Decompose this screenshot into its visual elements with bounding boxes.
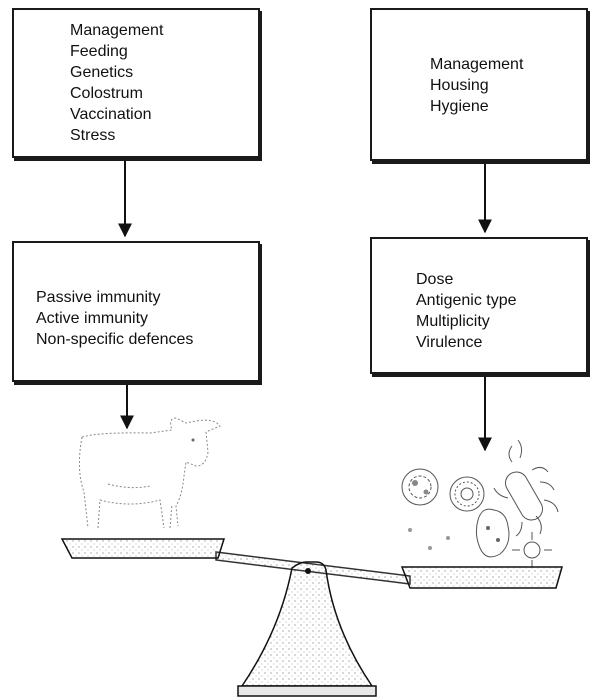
environment-factor-item: Management	[430, 56, 524, 73]
balance-pivot	[305, 568, 311, 574]
host-factor-item: Management	[70, 22, 164, 39]
pathogen-factor-item: Dose	[416, 271, 454, 288]
environment-factors-box: Management Housing Hygiene	[370, 8, 588, 161]
pathogen-factor-item: Multiplicity	[416, 313, 490, 330]
host-factor-item: Stress	[70, 127, 116, 144]
host-factor-item: Genetics	[70, 64, 134, 81]
host-factor-item: Vaccination	[70, 106, 152, 123]
host-defence-item: Passive immunity	[36, 289, 161, 306]
pathogen-factors-box: Dose Antigenic type Multiplicity Virulen…	[370, 237, 588, 374]
environment-factor-item: Hygiene	[430, 98, 489, 115]
balance-stand	[240, 561, 374, 687]
host-factors-box: Management Feeding Genetics Colostrum Va…	[12, 8, 260, 158]
microbes-icon	[401, 439, 559, 568]
balance-scale-icon	[60, 538, 563, 697]
host-defence-item: Non-specific defences	[36, 331, 194, 348]
left-pan	[60, 538, 226, 559]
host-defence-item: Active immunity	[36, 310, 149, 327]
environment-factor-item: Housing	[430, 77, 489, 94]
calf-icon	[78, 417, 221, 529]
host-factor-item: Feeding	[70, 43, 128, 60]
host-defences-box: Passive immunity Active immunity Non-spe…	[12, 241, 260, 382]
host-factor-item: Colostrum	[70, 85, 143, 102]
pathogen-factor-item: Antigenic type	[416, 292, 517, 309]
right-pan	[400, 566, 563, 589]
pathogen-factor-item: Virulence	[416, 334, 483, 351]
balance-base	[237, 685, 377, 697]
